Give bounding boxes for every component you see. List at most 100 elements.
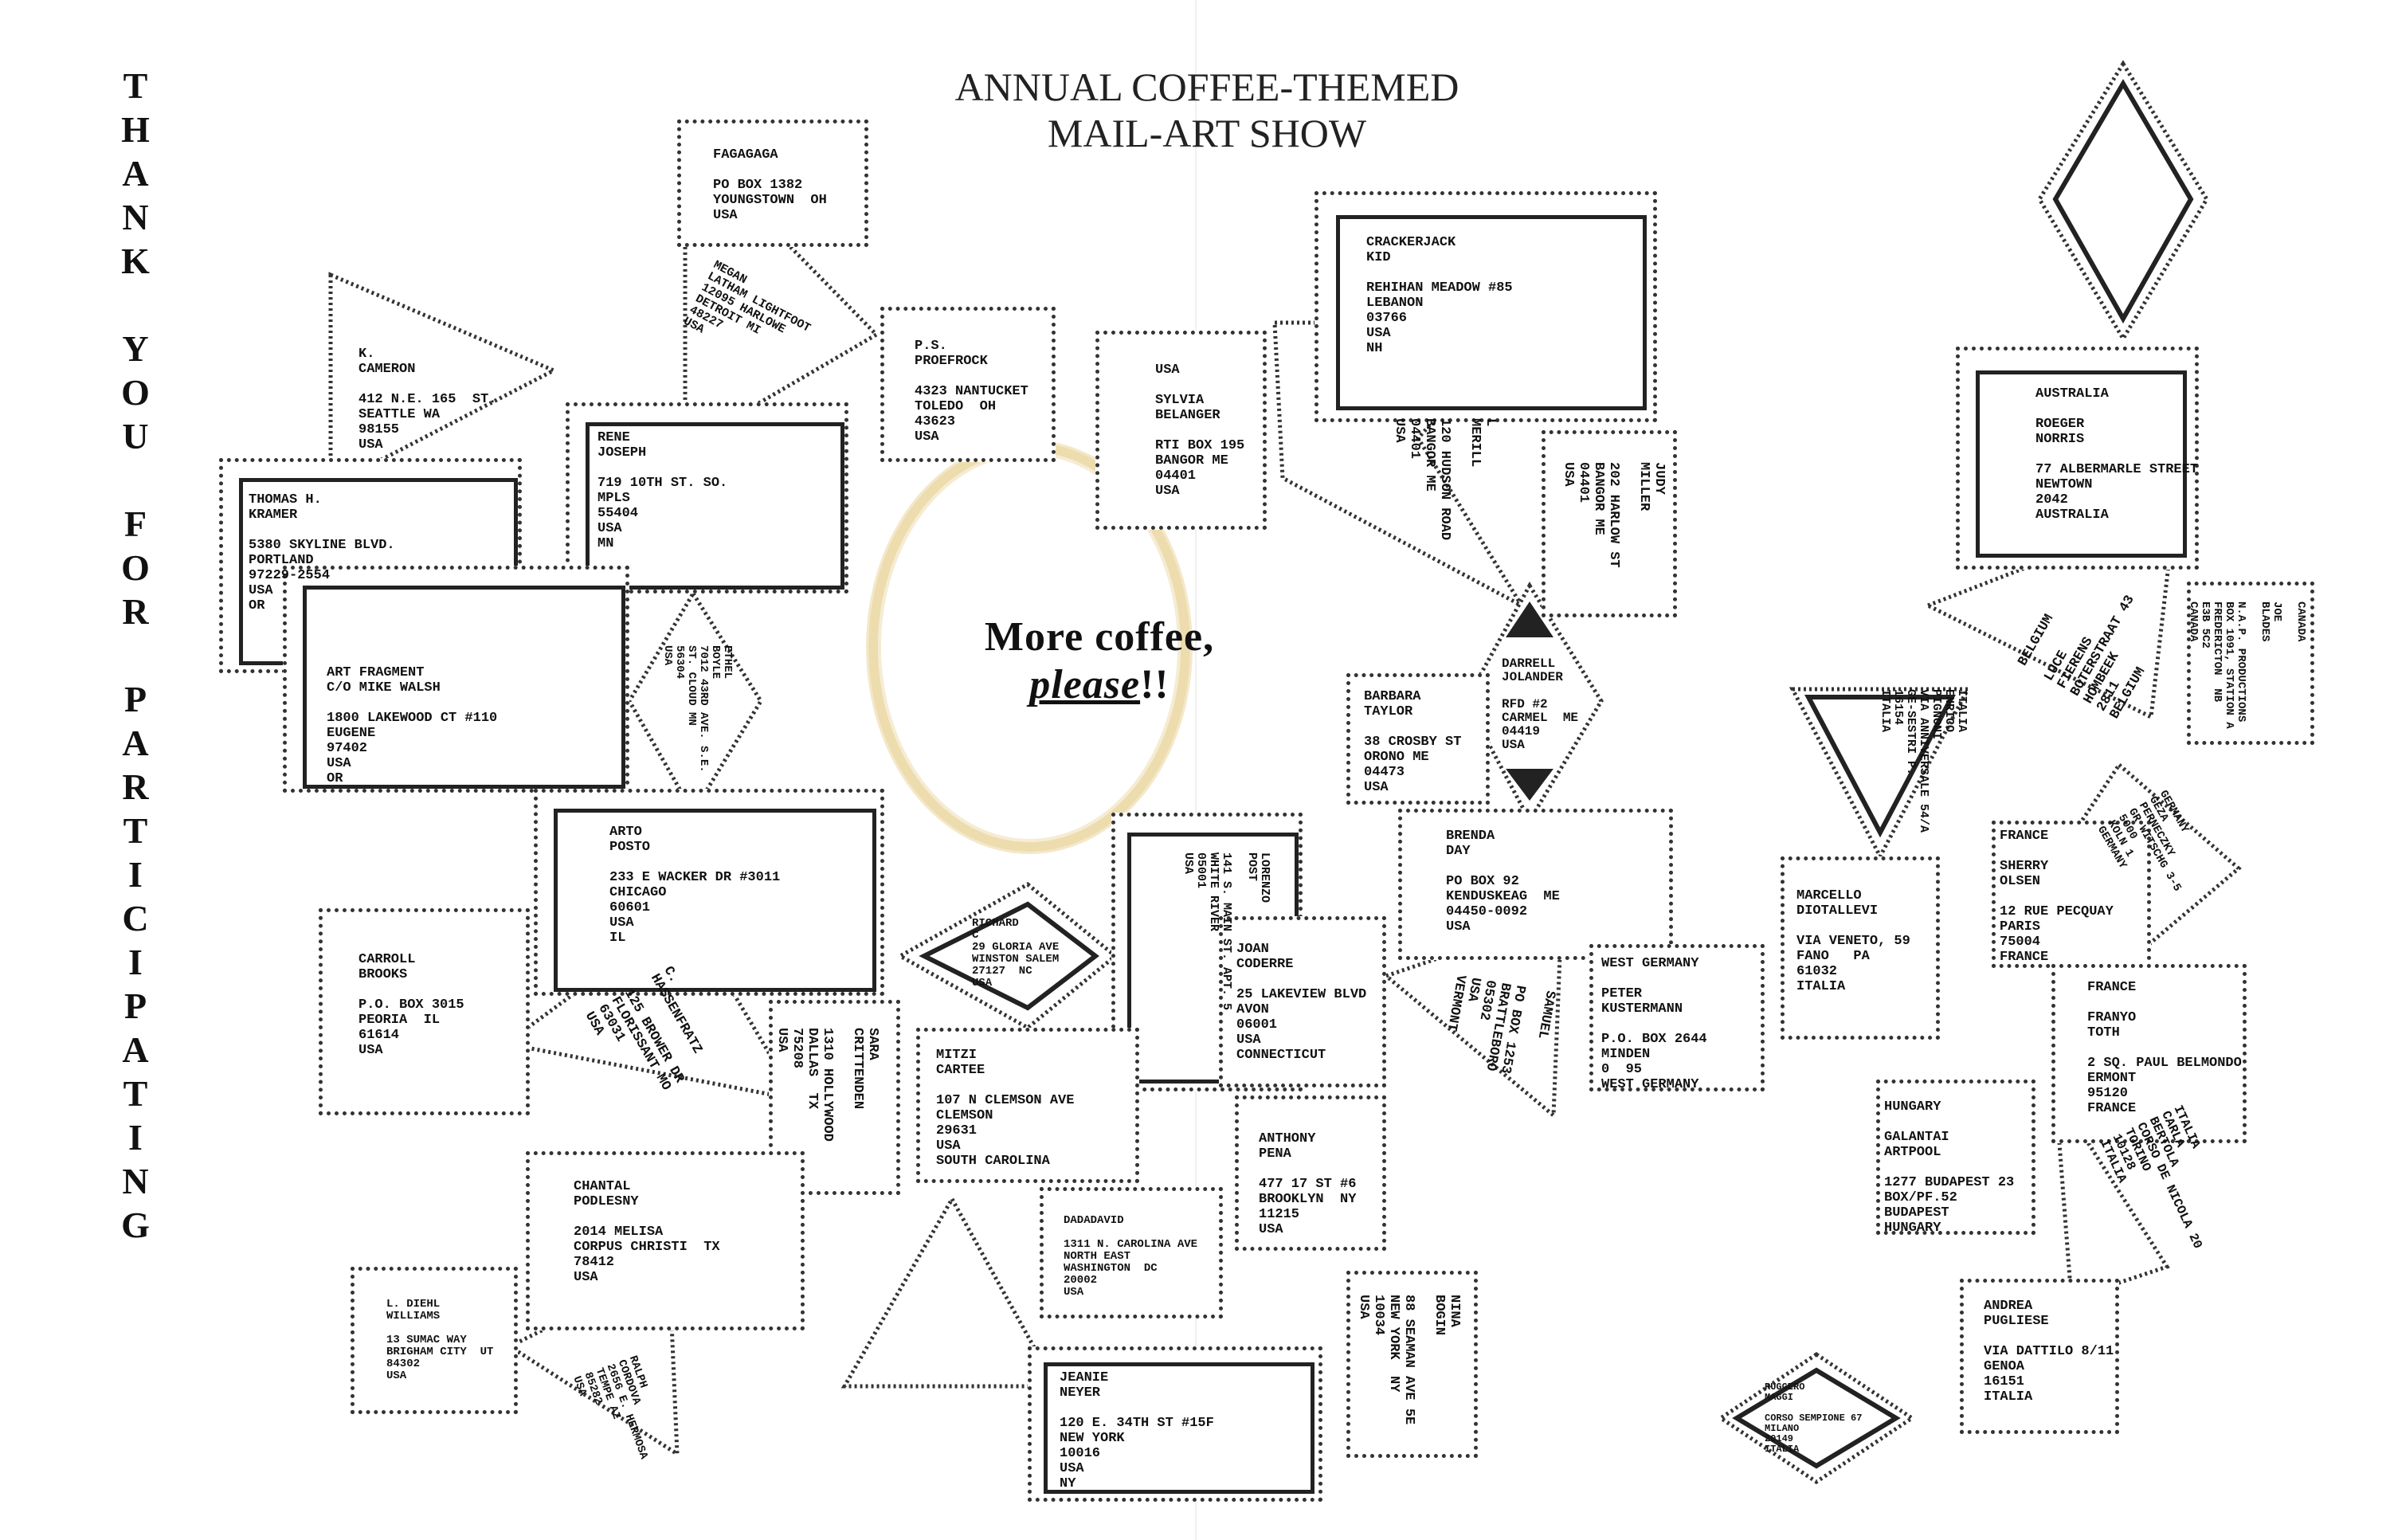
stamp-posto: [534, 789, 884, 996]
address-state: CONNECTICUT: [1236, 1048, 1326, 1063]
address-line: 04450-0092: [1446, 904, 1528, 919]
address-line: [2087, 995, 2242, 1010]
address-line: USA: [774, 1028, 789, 1052]
address-line: CODERRE: [1236, 957, 1294, 972]
address-line: OLSEN: [2000, 874, 2041, 889]
address-line: K.: [358, 347, 375, 362]
address-line: BLADES: [2259, 602, 2271, 642]
address-line: [2282, 602, 2294, 729]
address-line: FRANCE: [2087, 1101, 2137, 1116]
address-line: WEST GERMANY: [1601, 1077, 1699, 1092]
stamp-taylor: [1346, 673, 1490, 805]
address-line: 60601: [609, 900, 651, 915]
address-line: DADADAVID: [1064, 1214, 1124, 1227]
address-line: BANGOR ME: [1591, 462, 1606, 535]
stamp-pena: [1235, 1095, 1386, 1251]
address-line: [1446, 859, 1560, 874]
address-line: GALANTAI: [1884, 1130, 1949, 1145]
address-line: BANGOR ME: [1155, 453, 1228, 468]
address-line: USA: [609, 915, 634, 931]
address-line: [1236, 972, 1366, 987]
address-line: 1310 HOLLYWOOD: [820, 1028, 835, 1142]
address-line: 2014 MELISA: [574, 1225, 664, 1240]
address-line: CARTEE: [936, 1063, 985, 1078]
address-line: 233 E WACKER DR #3011: [609, 870, 781, 885]
address-line: ST. CLOUD MN: [685, 645, 698, 726]
address-line: TAYLOR: [1364, 704, 1413, 719]
address-line: USA: [1155, 362, 1180, 378]
address-line: BRENDA: [1446, 829, 1495, 844]
address-line: [2000, 889, 2114, 904]
address-line: N.A.P. PRODUCTIONS: [2235, 602, 2247, 723]
address-line: NEW YORK NY: [1386, 1295, 1401, 1393]
stamp-crackerjack: [1314, 191, 1657, 422]
address-line: 61032: [1796, 964, 1838, 979]
address-line: [1064, 1227, 1197, 1239]
stamp-joseph: [566, 402, 848, 594]
address-line: PO BOX 1382: [713, 178, 803, 193]
address-line: ANTHONY: [1259, 1131, 1316, 1146]
address-line: DIOTALLEVI: [1796, 903, 1879, 919]
address-line: POSTO: [609, 840, 651, 855]
address-line: USA: [1366, 326, 1391, 341]
address-line: [327, 696, 497, 711]
side-letter: H: [121, 109, 150, 150]
address-line: DARRELL: [1502, 656, 1556, 671]
address-state: OR: [327, 771, 343, 786]
side-letter: I: [128, 942, 143, 982]
address-line: 05001: [1194, 852, 1208, 889]
address-line: ART FRAGMENT: [327, 665, 425, 680]
address-line: SYLVIA: [1155, 393, 1205, 408]
address-line: [1364, 719, 1461, 735]
side-letter: A: [122, 723, 149, 763]
address-line: BARBARA: [1364, 689, 1421, 704]
address-line: KID: [1366, 250, 1391, 265]
address-line: VIA DATTILO 8/11: [1984, 1344, 2114, 1359]
address-line: 38 CROSBY ST: [1364, 735, 1462, 750]
stamp-day: [1398, 809, 1673, 960]
address-line: TOTH: [2087, 1025, 2120, 1040]
stamp-canada: [2187, 582, 2314, 745]
diamond-stamp-richard: [895, 881, 1119, 1031]
address-line: 04401: [1155, 468, 1197, 484]
address-line: 477 17 ST #6: [1259, 1177, 1357, 1192]
address-line: PROEFROCK: [915, 354, 988, 369]
stamp-australia: [1956, 347, 2199, 570]
address-line: [936, 1078, 1074, 1093]
address-line: 98155: [358, 422, 400, 437]
address-line: [1452, 418, 1467, 540]
address-line: MILANO: [1765, 1423, 1800, 1434]
address-line: NINA: [1447, 1295, 1462, 1327]
side-letter: C: [122, 898, 149, 938]
stamp-diotallevi: [1781, 856, 1940, 1040]
title-line-2: MAIL-ART SHOW: [1047, 111, 1367, 155]
side-letter: Y: [122, 328, 149, 369]
stamp-pugliese: [1960, 1279, 2119, 1434]
address-line: [1502, 684, 1578, 698]
address-line: RTI BOX 195: [1155, 438, 1245, 453]
address-line: L: [1483, 418, 1498, 427]
address-line: SHERRY: [2000, 859, 2049, 874]
slogan: More coffee, please!!: [932, 613, 1267, 709]
address-line: PO BOX 92: [1446, 874, 1519, 889]
address-line: ARTO: [609, 825, 642, 840]
stamp-podlesny: [526, 1151, 805, 1330]
address-line: 107 N CLEMSON AVE: [936, 1093, 1075, 1108]
address-line: GE-SESTRI P.: [1904, 689, 1918, 776]
address-line: [835, 1028, 850, 1142]
address-line: WASHINGTON DC: [1064, 1262, 1158, 1275]
address-line: 43623: [915, 414, 956, 429]
address-line: JOAN: [1236, 942, 1269, 957]
address-line: NORRIS: [2035, 432, 2085, 447]
address-line: KENDUSKEAG ME: [1446, 889, 1560, 904]
address-line: CAMERON: [358, 362, 416, 377]
address-line: NORTH EAST: [1064, 1250, 1131, 1263]
